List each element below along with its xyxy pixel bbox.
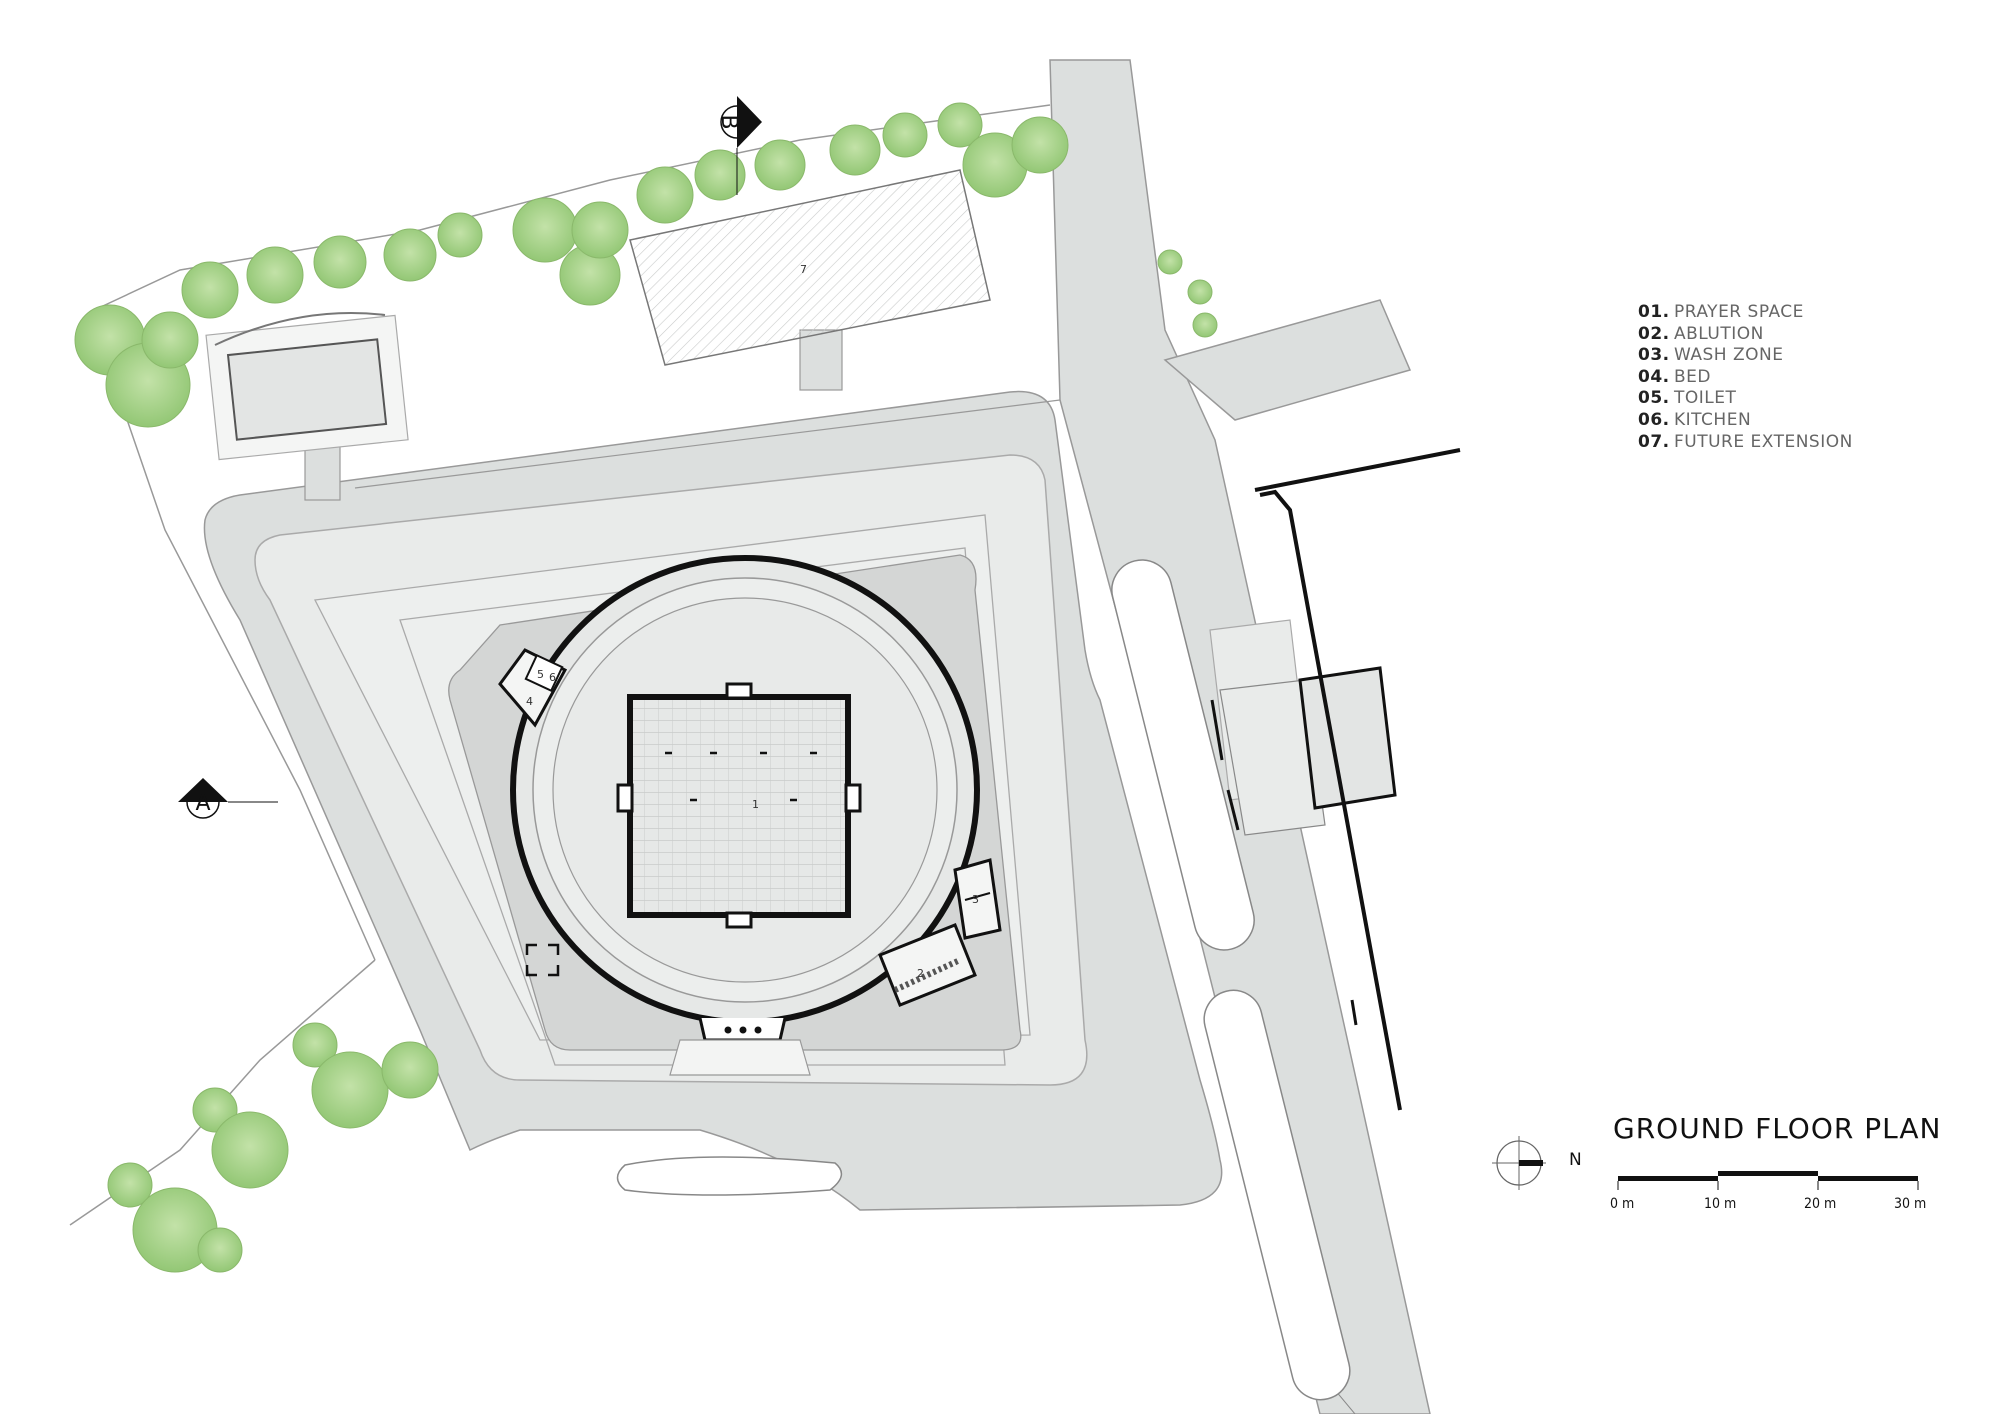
north-label: N xyxy=(1569,1150,1582,1170)
scale-label-20: 20 m xyxy=(1804,1196,1837,1212)
legend-number: 01. xyxy=(1638,302,1670,322)
legend-number: 03. xyxy=(1638,345,1670,366)
annex-wash-ablution xyxy=(878,858,1002,1007)
north-arrow-icon xyxy=(1492,1136,1546,1190)
legend-label: WASH ZONE xyxy=(1674,345,1784,366)
legend-number: 02. xyxy=(1638,323,1670,344)
section-marker-b xyxy=(720,96,762,195)
room-label-bed: 4 xyxy=(526,695,533,708)
legend-label: PRAYER SPACE xyxy=(1674,302,1804,322)
legend: 01.PRAYER SPACE 02.ABLUTION 03.WASH ZONE… xyxy=(1638,302,1853,453)
annex-bed-kitchen xyxy=(498,648,568,728)
section-label-b: B xyxy=(716,114,741,129)
room-label-toilet: 5 xyxy=(537,668,544,681)
prayer-hall xyxy=(616,682,862,929)
room-label-ablution: 2 xyxy=(917,967,924,980)
legend-label: KITCHEN xyxy=(1674,409,1752,430)
legend-item: 05.TOILET xyxy=(1638,388,1853,410)
legend-label: FUTURE EXTENSION xyxy=(1674,431,1853,452)
legend-label: TOILET xyxy=(1674,388,1737,409)
scale-label-10: 10 m xyxy=(1704,1196,1737,1212)
legend-item: 06.KITCHEN xyxy=(1638,410,1853,432)
legend-number: 06. xyxy=(1638,409,1670,430)
legend-label: BED xyxy=(1674,366,1711,387)
scale-label-0: 0 m xyxy=(1610,1196,1635,1212)
legend-item: 07.FUTURE EXTENSION xyxy=(1638,432,1853,454)
room-label-prayer: 1 xyxy=(752,798,759,811)
scale-bar xyxy=(1617,1171,1919,1190)
road-medians xyxy=(616,559,1351,1401)
plan-title: GROUND FLOOR PLAN xyxy=(1613,1112,1942,1145)
legend-item: 02.ABLUTION xyxy=(1638,324,1853,346)
legend-label: ABLUTION xyxy=(1674,323,1764,344)
room-label-kitchen: 6 xyxy=(549,671,556,684)
future-extension-building xyxy=(629,169,991,366)
room-label-wash: 3 xyxy=(972,893,979,906)
corner-marker xyxy=(525,943,560,977)
room-label-extension: 7 xyxy=(800,263,807,276)
legend-number: 05. xyxy=(1638,388,1670,409)
legend-number: 04. xyxy=(1638,366,1670,387)
scale-label-30: 30 m xyxy=(1894,1196,1927,1212)
legend-item: 03.WASH ZONE xyxy=(1638,345,1853,367)
legend-item: 04.BED xyxy=(1638,367,1853,389)
nw-pavilion xyxy=(205,312,409,461)
section-label-a: A xyxy=(195,791,210,816)
legend-number: 07. xyxy=(1638,431,1670,452)
east-entrance-structure xyxy=(1209,448,1461,1111)
trees xyxy=(74,102,1218,1273)
side-road xyxy=(1163,299,1412,421)
section-marker-a xyxy=(178,778,278,819)
legend-item: 01.PRAYER SPACE xyxy=(1638,302,1853,324)
